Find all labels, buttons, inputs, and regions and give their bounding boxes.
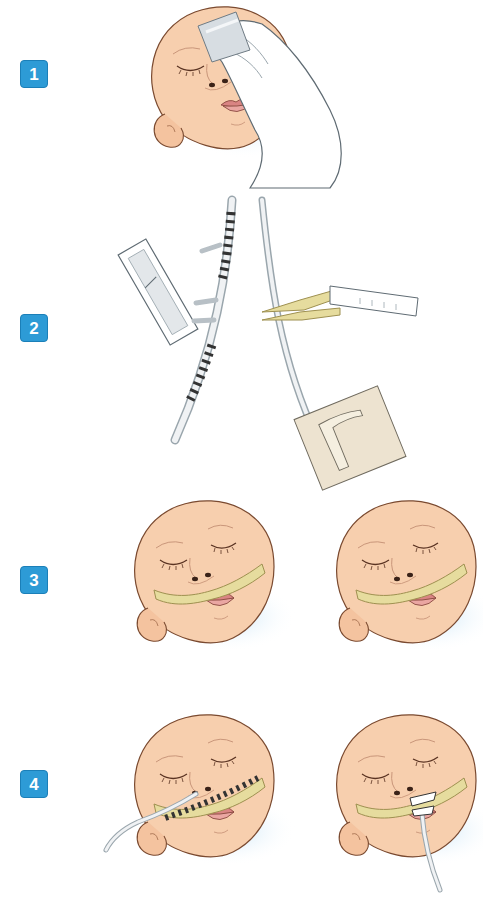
step-four-art: [106, 715, 483, 890]
callout-number-box: 2: [20, 314, 48, 342]
callout-number: 2: [29, 320, 38, 337]
callout-number: 4: [29, 776, 38, 793]
callout-number-box: 1: [20, 60, 48, 88]
callout-number-box: 4: [20, 770, 48, 798]
callout-number: 3: [29, 572, 38, 589]
callout-number-box: 3: [20, 566, 48, 594]
step-three-art: [135, 386, 483, 652]
step-one-art: [152, 7, 342, 188]
callout-number: 1: [29, 66, 38, 83]
